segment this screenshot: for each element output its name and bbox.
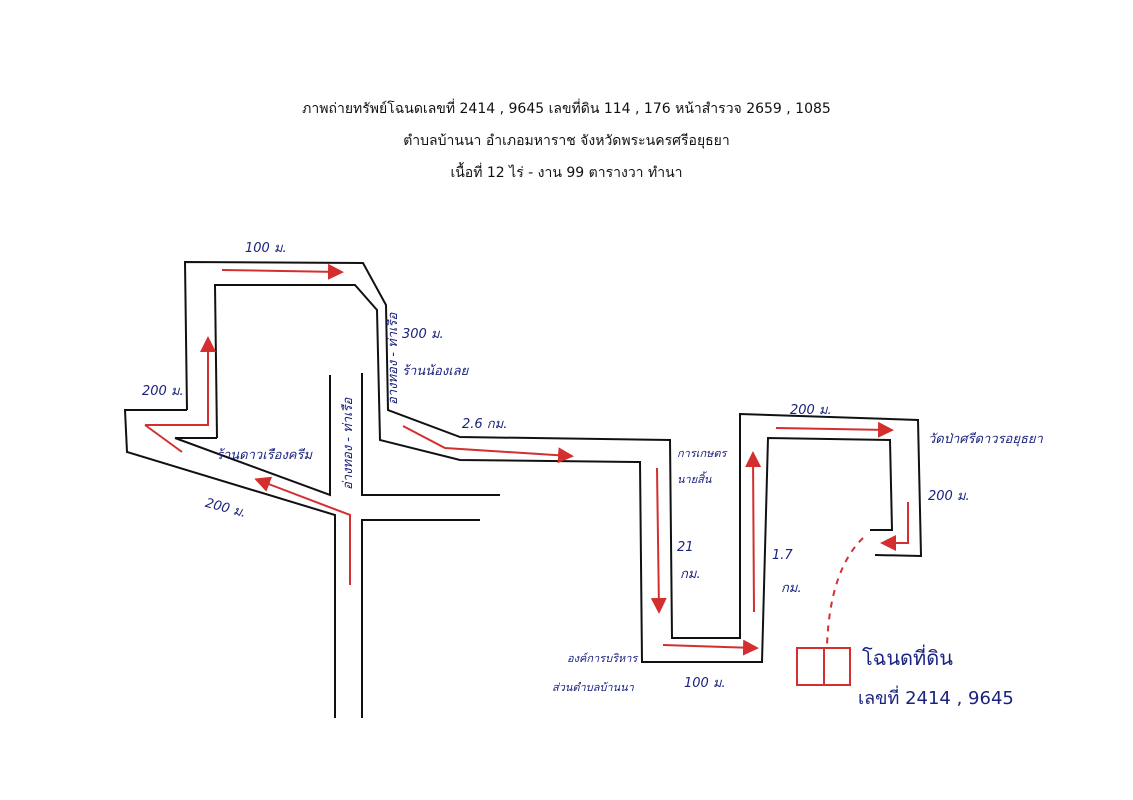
route-arrow [775, 421, 894, 438]
label-bottom-100m: 100 ม. [684, 676, 726, 691]
road-outer [183, 260, 923, 639]
title-line-2: ตำบลบ้านนา อำเภอมหาราช จังหวัดพระนครศรีอ… [403, 133, 730, 149]
route-arrow [144, 424, 183, 453]
route-arrow [880, 502, 909, 551]
route-arrow [145, 336, 216, 426]
route-arrow [745, 451, 762, 613]
label-left-200m: 200 ม. [142, 384, 184, 399]
title-line-3: เนื้อที่ 12 ไร่ - งาน 99 ตารางวา ทำนา [450, 165, 683, 181]
road-diag-inner [174, 375, 331, 497]
label-right-200m: 200 ม. [928, 489, 970, 504]
route-arrow [402, 425, 574, 464]
road-cross-upper [361, 373, 500, 496]
label-2-6km: 2.6 กม. [462, 417, 508, 432]
label-road-angthong-2: อ่างทอง - ท่าเรือ [386, 312, 401, 405]
roads [123, 260, 923, 718]
route-arrow [650, 467, 667, 614]
route-arrows [144, 263, 909, 656]
label-17km-b: กม. [781, 581, 802, 596]
label-21km-b: กม. [680, 567, 701, 582]
title-line-1: ภาพถ่ายทรัพย์โฉนดเลขที่ 2414 , 9645 เลขท… [302, 101, 831, 117]
label-top-100m: 100 ม. [245, 241, 287, 256]
label-agri-2: นายสิ้น [677, 473, 712, 486]
label-shop-dao: ร้านดาวเรืองครีม [216, 448, 313, 463]
label-21km-a: 21 [677, 540, 694, 555]
land-plot-icon [796, 647, 851, 686]
road-left-outer [123, 409, 336, 718]
label-temple: วัดป่าศรีดาวรอยุธยา [928, 432, 1043, 447]
label-sao-2: ส่วนตำบลบ้านนา [552, 681, 634, 694]
label-deed-number: เลขที่ 2414 , 9645 [858, 688, 1014, 709]
label-road-angthong-1: อ่างทอง - ท่าเรือ [341, 397, 356, 490]
label-agri-1: การเกษตร [677, 447, 727, 460]
route-arrow [221, 263, 344, 280]
road-inner [213, 284, 894, 663]
label-17km-a: 1.7 [772, 548, 793, 563]
road-cross-lower [361, 519, 480, 718]
label-deed-title: โฉนดที่ดิน [862, 646, 953, 670]
route-arrow [254, 476, 351, 585]
route-arrow [662, 639, 759, 656]
label-sao-1: องค์การบริหาร [567, 652, 638, 665]
plot-pointer-dashed [826, 537, 864, 646]
label-shop-nong: ร้านน้องเลย [402, 364, 469, 379]
label-300m: 300 ม. [402, 327, 444, 342]
label-top-right-200m: 200 ม. [790, 403, 832, 418]
